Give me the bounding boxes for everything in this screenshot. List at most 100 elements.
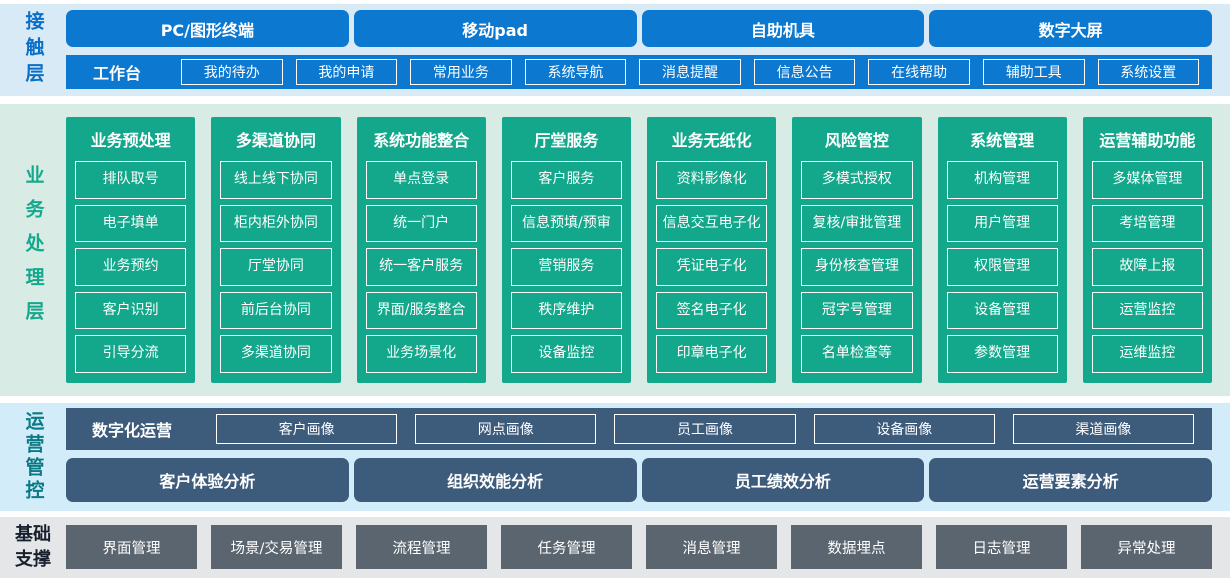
layered-architecture-diagram: 接触层 PC/图形终端 移动pad 自助机具 数字大屏 工作台 我的待办 我的申…	[0, 4, 1230, 587]
column-paperless-business: 业务无纸化 资料影像化 信息交互电子化 凭证电子化 签名电子化 印章电子化	[647, 117, 777, 383]
contact-layer: 接触层 PC/图形终端 移动pad 自助机具 数字大屏 工作台 我的待办 我的申…	[0, 4, 1230, 96]
profile-branch: 网点画像	[415, 414, 597, 444]
contact-layer-content: PC/图形终端 移动pad 自助机具 数字大屏 工作台 我的待办 我的申请 常用…	[66, 4, 1212, 96]
business-cell: 统一客户服务	[365, 248, 477, 286]
column-multichannel-synergy: 多渠道协同 线上线下协同 柜内柜外协同 厅堂协同 前后台协同 多渠道协同	[211, 117, 341, 383]
business-cell: 营销服务	[510, 248, 622, 286]
foundation-task-management: 任务管理	[501, 525, 632, 569]
profile-employee: 员工画像	[614, 414, 796, 444]
column-title: 风险管控	[824, 131, 889, 150]
column-business-preprocess: 业务预处理 排队取号 电子填单 业务预约 客户识别 引导分流	[66, 117, 196, 383]
digital-operations-bar: 数字化运营 客户画像 网点画像 员工画像 设备画像 渠道画像	[66, 408, 1212, 450]
business-cell: 线上线下协同	[220, 161, 332, 199]
business-cell: 引导分流	[75, 335, 187, 373]
operations-management-layer: 运营管控 数字化运营 客户画像 网点画像 员工画像 设备画像 渠道画像 客户体验…	[0, 403, 1230, 511]
business-cell: 机构管理	[946, 161, 1058, 199]
business-cell: 信息预填/预审	[510, 204, 622, 243]
business-cell: 排队取号	[75, 161, 187, 199]
business-cell: 运营监控	[1091, 291, 1203, 330]
business-cell: 用户管理	[946, 204, 1058, 243]
column-ops-auxiliary: 运营辅助功能 多媒体管理 考培管理 故障上报 运营监控 运维监控	[1082, 117, 1212, 383]
foundation-ui-management: 界面管理	[66, 525, 197, 569]
business-cell: 前后台协同	[220, 291, 332, 330]
column-title: 业务预处理	[90, 131, 171, 150]
profile-customer: 客户画像	[216, 414, 398, 444]
foundation-process-management: 流程管理	[356, 525, 487, 569]
business-cell: 统一门户	[365, 204, 477, 243]
column-title: 运营辅助功能	[1099, 131, 1196, 150]
analysis-org-efficiency: 组织效能分析	[353, 458, 637, 502]
operations-layer-label-col: 运营管控	[0, 403, 66, 511]
workbench-item-my-applications: 我的申请	[295, 59, 398, 85]
column-title: 业务无纸化	[671, 131, 752, 150]
business-cell: 多模式授权	[801, 161, 913, 199]
business-processing-layer: 业务处理层 业务预处理 排队取号 电子填单 业务预约 客户识别 引导分流 多渠道…	[0, 104, 1230, 396]
terminal-pc-graphic: PC/图形终端	[66, 10, 349, 47]
business-cell: 冠字号管理	[801, 291, 913, 330]
workbench-bar: 工作台 我的待办 我的申请 常用业务 系统导航 消息提醒 信息公告 在线帮助 辅…	[66, 55, 1212, 89]
business-cell: 客户识别	[75, 291, 187, 330]
business-cell: 凭证电子化	[656, 248, 768, 286]
business-cell: 运维监控	[1091, 335, 1203, 373]
business-layer-label: 业务处理层	[22, 165, 45, 335]
business-cell: 设备管理	[946, 291, 1058, 330]
business-cell: 印章电子化	[656, 335, 768, 373]
business-cell: 电子填单	[75, 204, 187, 243]
business-cell: 客户服务	[510, 161, 622, 199]
business-cell: 身份核查管理	[801, 248, 913, 286]
business-cell: 界面/服务整合	[365, 291, 477, 330]
business-cell: 设备监控	[510, 335, 622, 373]
workbench-item-aux-tools: 辅助工具	[982, 59, 1085, 85]
business-cell: 复核/审批管理	[801, 204, 913, 243]
terminal-mobile-pad: 移动pad	[353, 10, 637, 47]
workbench-item-system-settings: 系统设置	[1097, 59, 1200, 85]
workbench-item-message-alerts: 消息提醒	[639, 59, 741, 85]
business-cell: 业务场景化	[365, 335, 477, 373]
foundation-layer-label-col: 基础支撑	[0, 517, 66, 578]
column-system-integration: 系统功能整合 单点登录 统一门户 统一客户服务 界面/服务整合 业务场景化	[356, 117, 486, 383]
analysis-employee-performance: 员工绩效分析	[641, 458, 925, 502]
business-cell: 参数管理	[946, 335, 1058, 373]
workbench-item-my-todo: 我的待办	[181, 59, 283, 85]
business-cell: 多媒体管理	[1091, 161, 1203, 199]
business-cell: 资料影像化	[656, 161, 768, 199]
business-cell: 厅堂协同	[220, 248, 332, 286]
workbench-item-info-bulletin: 信息公告	[753, 59, 856, 85]
contact-layer-label: 接触层	[22, 11, 45, 89]
column-title: 多渠道协同	[235, 131, 316, 150]
business-cell: 秩序维护	[510, 291, 622, 330]
profile-channel: 渠道画像	[1012, 414, 1195, 444]
terminal-row: PC/图形终端 移动pad 自助机具 数字大屏	[66, 10, 1212, 47]
business-cell: 权限管理	[946, 248, 1058, 286]
column-title: 厅堂服务	[534, 131, 599, 150]
foundation-exception-handling: 异常处理	[1081, 525, 1212, 569]
business-cell: 名单检查等	[801, 335, 913, 373]
foundation-log-management: 日志管理	[936, 525, 1067, 569]
workbench-item-system-nav: 系统导航	[524, 59, 627, 85]
contact-layer-label-col: 接触层	[0, 4, 66, 96]
business-cell: 业务预约	[75, 248, 187, 286]
workbench-label: 工作台	[92, 64, 141, 83]
business-cell: 信息交互电子化	[656, 204, 768, 243]
business-cell: 故障上报	[1091, 248, 1203, 286]
foundation-data-tracking: 数据埋点	[791, 525, 922, 569]
business-cell: 签名电子化	[656, 291, 768, 330]
foundation-scene-transaction: 场景/交易管理	[211, 525, 342, 569]
column-hall-service: 厅堂服务 客户服务 信息预填/预审 营销服务 秩序维护 设备监控	[501, 117, 631, 383]
column-system-management: 系统管理 机构管理 用户管理 权限管理 设备管理 参数管理	[937, 117, 1067, 383]
business-layer-content: 业务预处理 排队取号 电子填单 业务预约 客户识别 引导分流 多渠道协同 线上线…	[66, 104, 1212, 396]
business-cell: 柜内柜外协同	[220, 204, 332, 243]
column-title: 系统管理	[970, 131, 1035, 150]
workbench-item-common-business: 常用业务	[410, 59, 512, 85]
foundation-row: 界面管理 场景/交易管理 流程管理 任务管理 消息管理 数据埋点 日志管理 异常…	[66, 525, 1212, 569]
analysis-customer-experience: 客户体验分析	[66, 458, 349, 502]
analysis-row: 客户体验分析 组织效能分析 员工绩效分析 运营要素分析	[66, 458, 1212, 502]
workbench-item-online-help: 在线帮助	[868, 59, 970, 85]
business-cell: 考培管理	[1091, 204, 1203, 243]
analysis-ops-elements: 运营要素分析	[929, 458, 1212, 502]
business-layer-label-col: 业务处理层	[0, 104, 66, 396]
terminal-self-service: 自助机具	[641, 10, 925, 47]
foundation-support-layer: 基础支撑 界面管理 场景/交易管理 流程管理 任务管理 消息管理 数据埋点 日志…	[0, 517, 1230, 578]
digital-operations-label: 数字化运营	[91, 421, 172, 440]
operations-layer-content: 数字化运营 客户画像 网点画像 员工画像 设备画像 渠道画像 客户体验分析 组织…	[66, 403, 1212, 511]
